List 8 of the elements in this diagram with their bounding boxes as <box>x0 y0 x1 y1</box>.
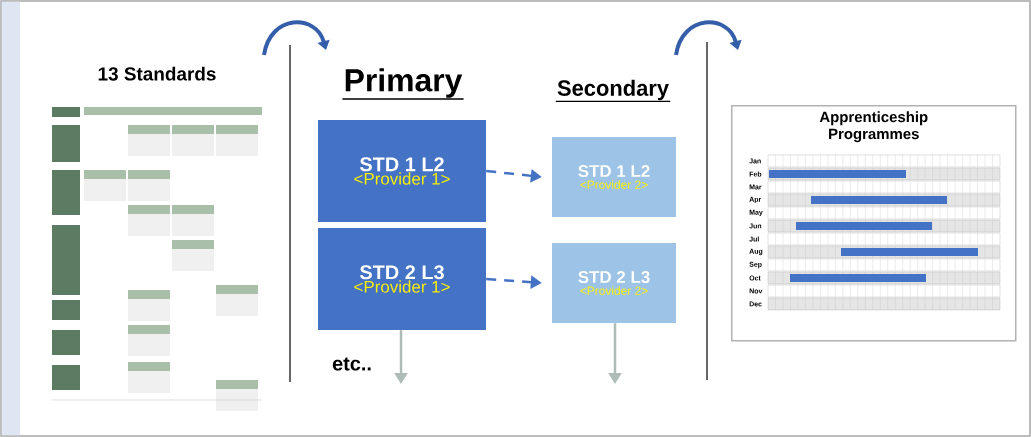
secondary-box: STD 1 L2 <Provider 2> <box>552 137 676 217</box>
heading: Secondary <box>555 79 671 102</box>
document-thumbnail: 13 Standards <box>98 66 216 81</box>
primary-box: STD 1 L2 <Provider 1> <box>318 120 486 222</box>
heading: Primary <box>341 68 465 100</box>
note: etc.. <box>332 357 371 371</box>
secondary-box: STD 2 L3 <Provider 2> <box>552 243 676 323</box>
primary-box: STD 2 L3 <Provider 1> <box>318 228 486 330</box>
